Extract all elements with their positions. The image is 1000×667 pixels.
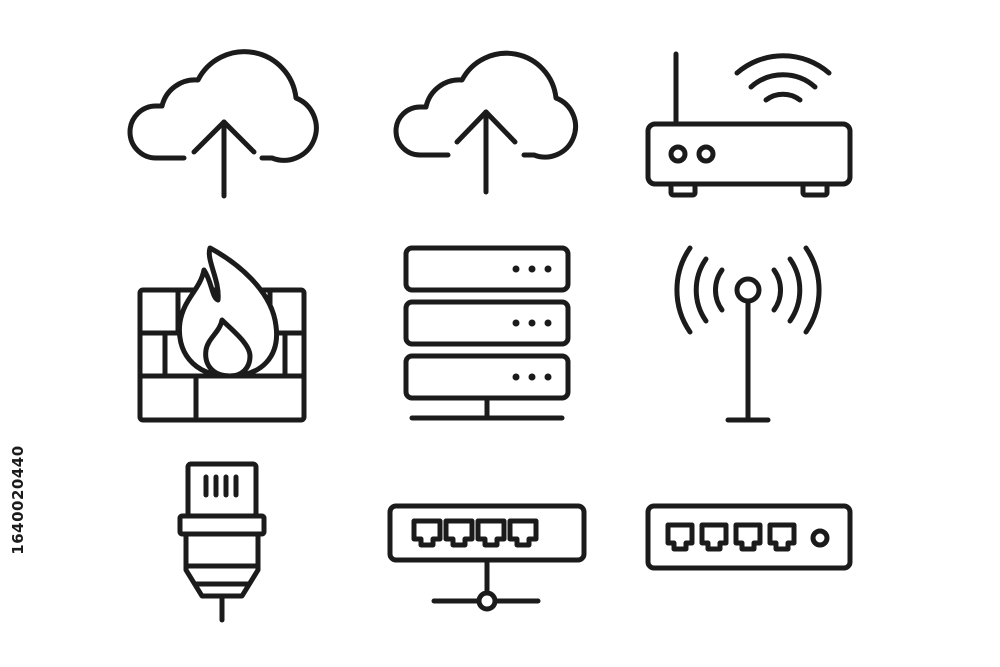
ethernet-hub-icon bbox=[645, 503, 853, 571]
cloud-upload-icon bbox=[393, 50, 579, 195]
ethernet-cable-icon bbox=[177, 461, 267, 623]
firewall-icon bbox=[137, 245, 307, 423]
network-switch-icon bbox=[387, 503, 587, 612]
wireless-antenna-icon bbox=[674, 245, 822, 423]
wifi-router-icon bbox=[645, 51, 853, 198]
cloud-upload-icon bbox=[127, 49, 319, 199]
server-rack-icon bbox=[403, 245, 571, 421]
